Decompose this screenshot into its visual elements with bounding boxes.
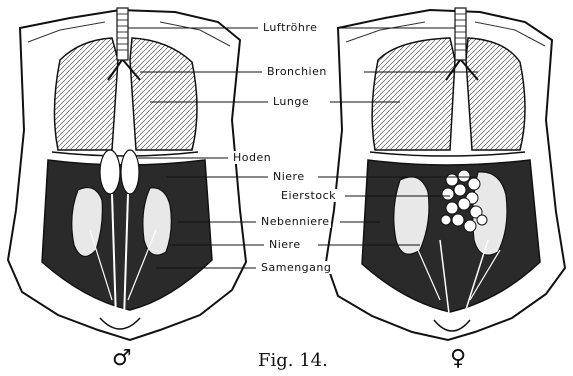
female-trachea [455,8,466,60]
label-samengang: Samengang [260,261,332,274]
male-kidney-left [72,188,103,257]
female-torso [326,8,565,340]
male-symbol: ♂ [112,346,132,371]
label-luftroehre: Luftröhre [262,21,318,34]
label-hoden: Hoden [232,151,272,164]
male-trachea [117,8,128,60]
female-symbol: ♀ [450,346,466,371]
label-bronchien: Bronchien [266,65,328,78]
label-nebenniere: Nebenniere [260,215,331,228]
label-niere-bottom: Niere [268,238,302,251]
label-lunge: Lunge [272,95,310,108]
figure-caption: Fig. 14. [258,350,328,371]
male-testis-right [121,150,139,194]
male-kidney-right [143,188,171,255]
label-niere-top: Niere [272,170,306,183]
female-left-lung [372,38,455,150]
label-eierstock: Eierstock [280,189,337,202]
male-testis-left [100,150,120,194]
male-torso [8,8,246,340]
